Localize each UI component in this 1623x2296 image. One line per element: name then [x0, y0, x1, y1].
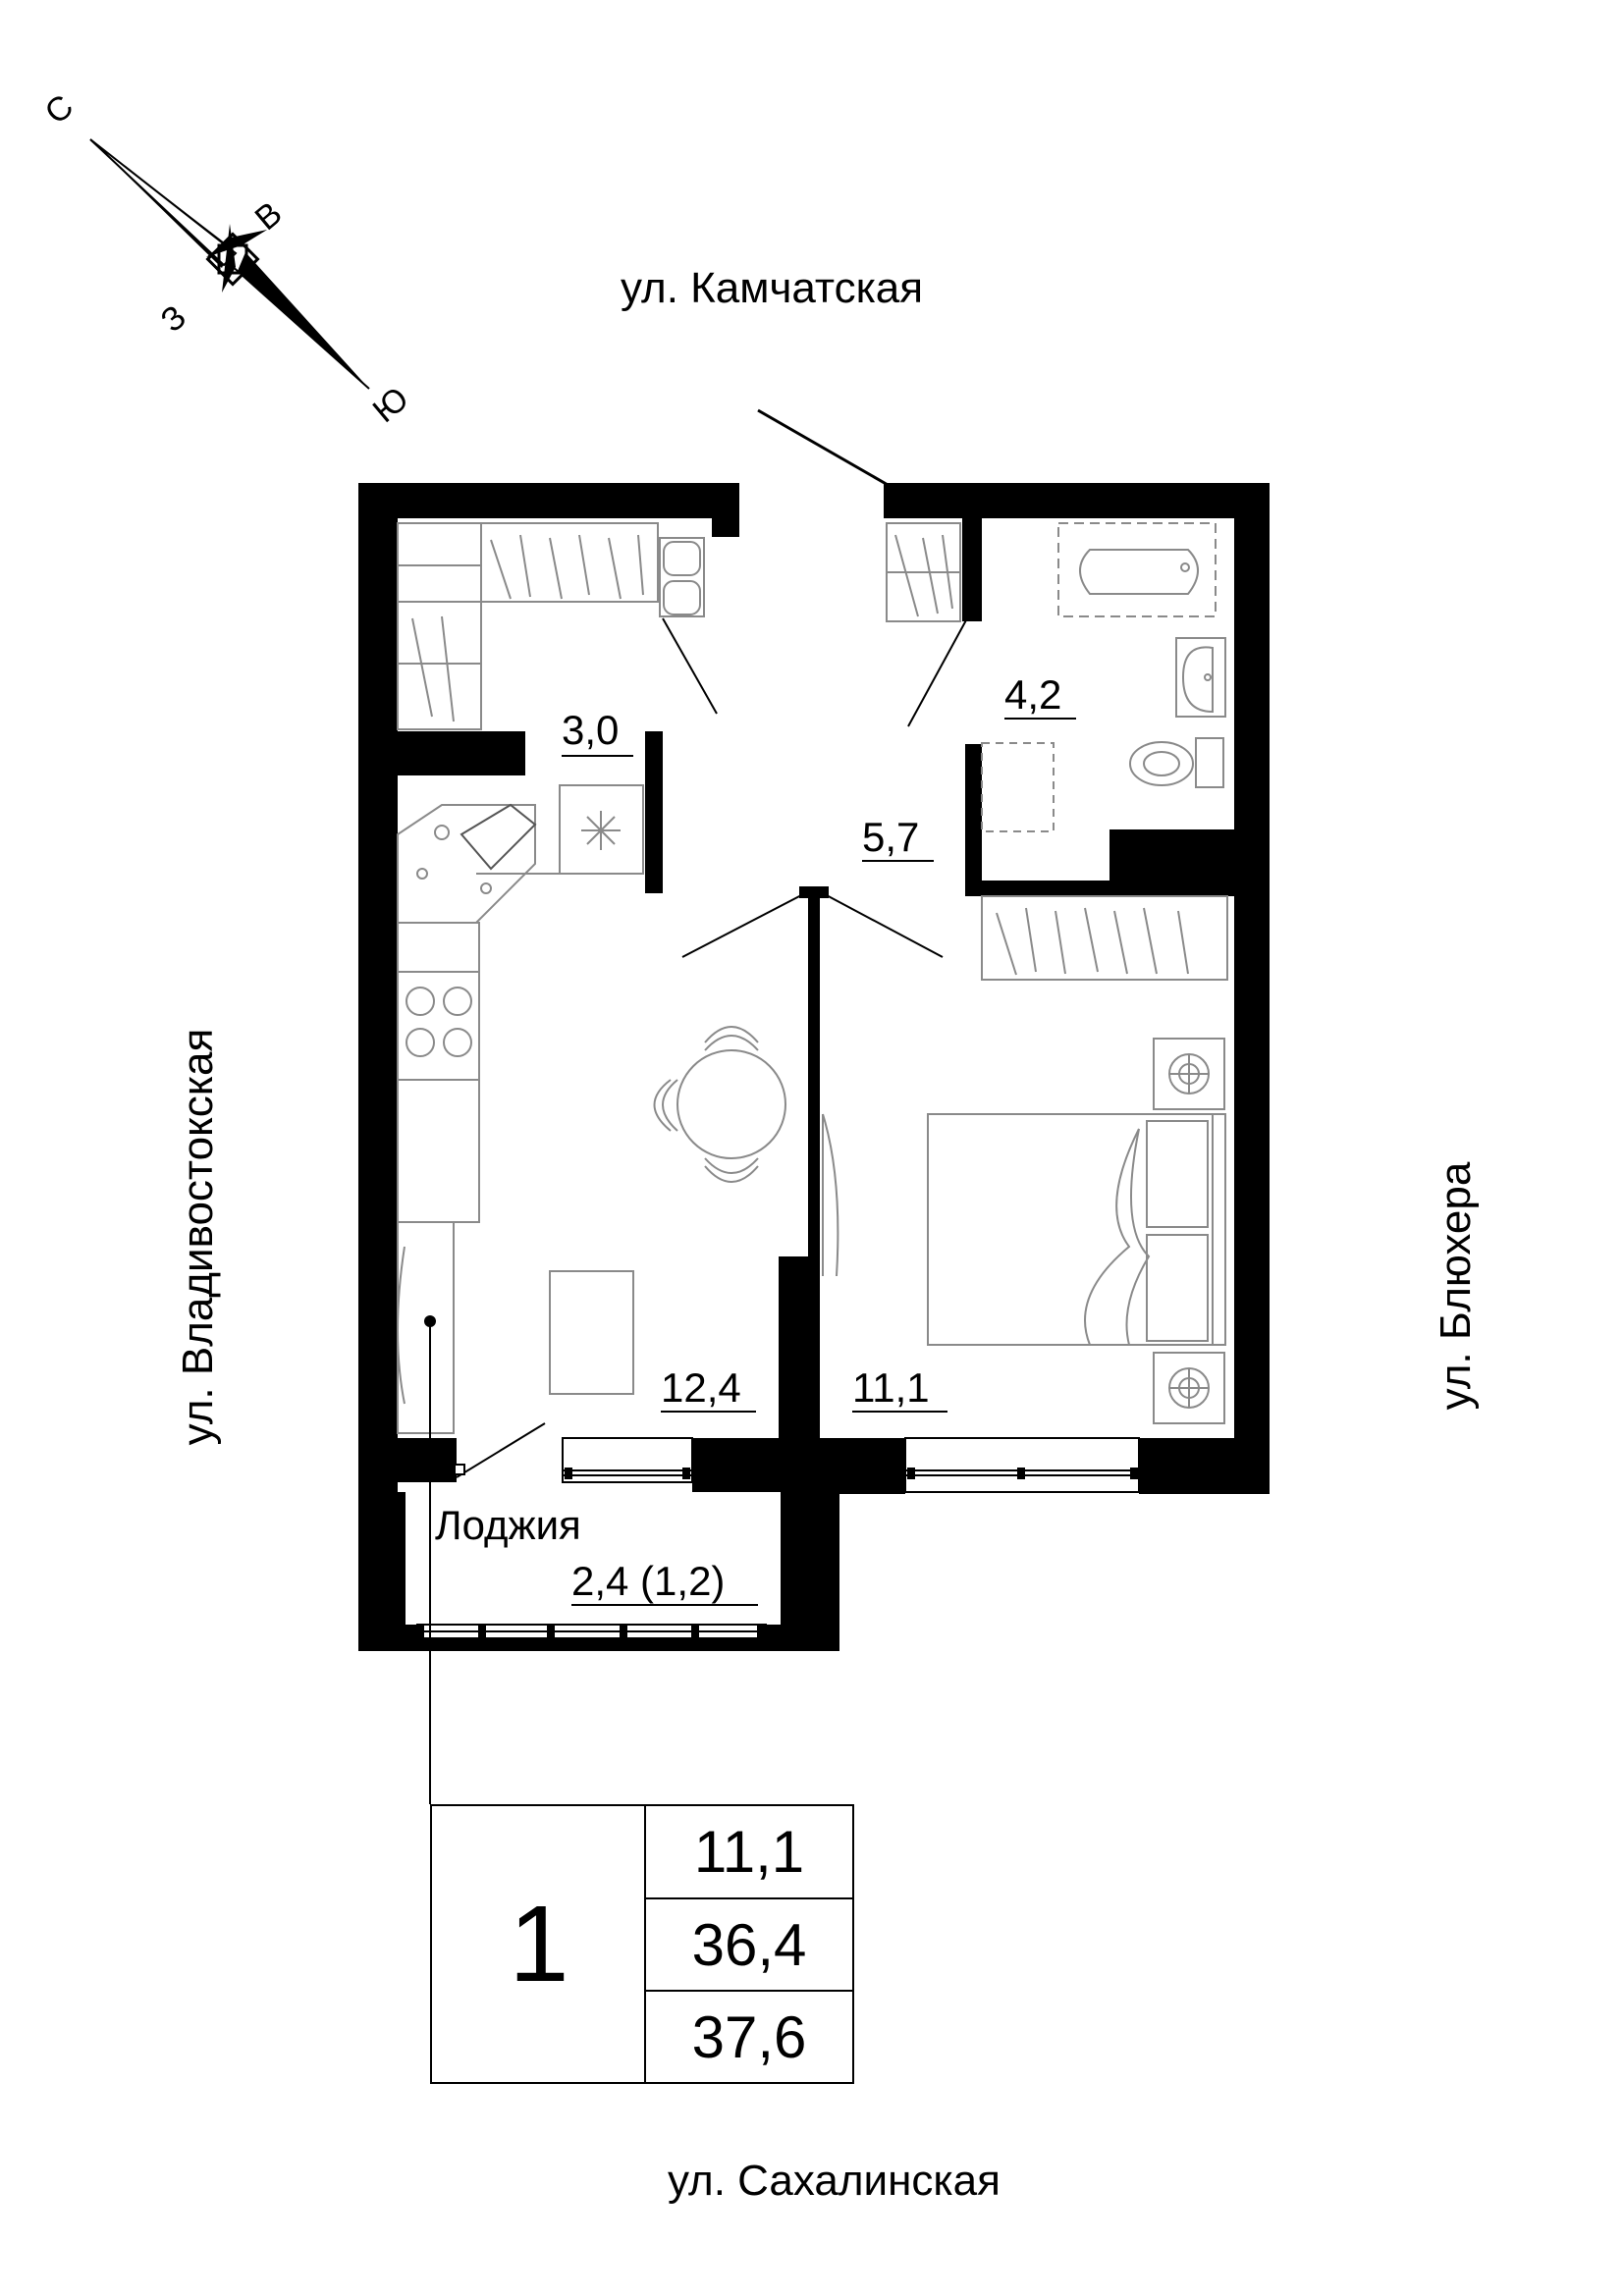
loggia-door-line — [456, 1422, 546, 1478]
bedroom-window-icon — [904, 1437, 1140, 1493]
area-storage: 3,0 — [562, 707, 619, 753]
kitchen-sink-icon — [397, 803, 537, 924]
bathtub-icon — [1057, 522, 1217, 617]
nightstand-bottom-icon — [1153, 1352, 1225, 1424]
nightstand-top-icon — [1153, 1038, 1225, 1110]
bedroom-door-icon — [822, 1113, 839, 1277]
loggia-window-icon — [416, 1624, 767, 1639]
fridge-icon — [559, 784, 644, 875]
bedroom-wardrobe-icon — [981, 895, 1228, 981]
stove-icon — [397, 922, 480, 1223]
toilet-icon — [1129, 737, 1224, 788]
rooms-count: 1 — [509, 1884, 569, 2004]
bathroom-door-line — [907, 617, 968, 727]
compass-north-label: С — [38, 87, 81, 132]
storage-door-line — [662, 617, 718, 715]
leader-line — [424, 1315, 465, 1804]
area-hallway: 5,7 — [862, 814, 919, 860]
shelf-icon — [659, 537, 705, 617]
dining-table-icon — [653, 1026, 786, 1183]
sink-icon — [1175, 637, 1226, 718]
loggia-label: Лоджия — [435, 1502, 581, 1548]
entrance-line — [757, 408, 891, 488]
kitchen-door-icon — [397, 1221, 455, 1434]
total-area: 36,4 — [691, 1911, 807, 1978]
area-bedroom: 11,1 — [852, 1364, 930, 1411]
kitchen-window-icon — [562, 1437, 693, 1483]
walls — [358, 483, 1270, 1651]
loggia-area: 2,4 (1,2) — [571, 1558, 725, 1604]
area-bathroom: 4,2 — [1004, 671, 1061, 718]
kitchen-door-line — [681, 892, 806, 958]
street-south: ул. Сахалинская — [668, 2157, 1001, 2205]
summary-table: 1 11,1 36,4 37,6 — [430, 1804, 854, 2084]
living-area: 11,1 — [693, 1819, 805, 1885]
washing-machine-icon — [981, 742, 1055, 832]
total-area-with-loggia: 37,6 — [691, 2003, 807, 2070]
street-north: ул. Камчатская — [621, 264, 924, 312]
area-kitchen-living: 12,4 — [661, 1364, 741, 1411]
hallway-wardrobe-icon — [886, 522, 961, 622]
bedroom-door-line — [822, 892, 944, 958]
compass-east-label: В — [248, 194, 290, 238]
compass-west-label: З — [154, 298, 193, 340]
compass-icon: С В З Ю — [38, 87, 416, 430]
compass-south-label: Ю — [366, 380, 416, 430]
coffee-table-icon — [549, 1270, 634, 1395]
wardrobe-icon — [397, 522, 659, 730]
bed-icon — [927, 1113, 1226, 1346]
